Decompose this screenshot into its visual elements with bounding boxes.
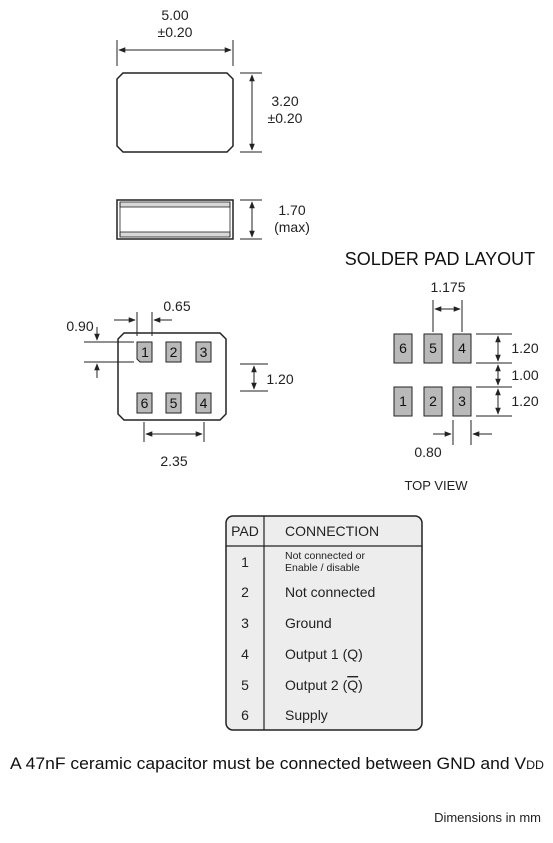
row-spacing-value: 1.20 <box>266 371 293 387</box>
solder-pad-5-label: 5 <box>429 340 437 356</box>
table-row-6-connection: Supply <box>285 707 328 723</box>
bottom-pad-4-label: 4 <box>200 395 208 411</box>
pad-edge-value: 0.90 <box>66 318 93 334</box>
table-row-1-connection-line2: Enable / disable <box>285 562 360 574</box>
pad-span-value: 2.35 <box>160 453 187 469</box>
height-value: 1.70 <box>278 202 305 218</box>
table-row-2-pad: 2 <box>241 584 249 600</box>
bottom-pad-5 <box>165 392 182 414</box>
solder-gap-value: 1.00 <box>511 367 538 383</box>
width-value: 3.20 <box>271 93 298 109</box>
table-row-5-connection: Output 2 (Q) <box>285 677 363 693</box>
bottom-pad-1-label: 1 <box>141 344 149 360</box>
solder-pad-6 <box>393 333 413 364</box>
top-view: 5.00 ±0.20 3.20 ±0.20 <box>116 7 303 153</box>
solder-pad-2 <box>423 386 443 417</box>
table-row-5-pad: 5 <box>241 677 249 693</box>
table-row-3-pad: 3 <box>241 615 249 631</box>
capacitor-note-subscript: DD <box>526 758 544 772</box>
solder-pad-layout: SOLDER PAD LAYOUT 1.175 6 5 4 1 2 3 1.20… <box>345 249 539 493</box>
solder-pad-height-bottom-value: 1.20 <box>511 393 538 409</box>
table-header-connection: CONNECTION <box>285 523 379 539</box>
capacitor-note-text: A 47nF ceramic capacitor must be connect… <box>10 754 527 773</box>
units-note: Dimensions in mm <box>434 810 541 825</box>
bottom-pad-1 <box>136 341 153 363</box>
bottom-pad-2-label: 2 <box>170 344 178 360</box>
solder-pad-4 <box>452 333 472 364</box>
bottom-view: 1 2 3 6 5 4 0.65 0.90 1.20 2.35 <box>66 298 293 469</box>
pad-pitch-value: 0.65 <box>163 298 190 314</box>
table-row-6-pad: 6 <box>241 707 249 723</box>
table-row-5-connection-pre: Output 2 ( <box>285 677 348 693</box>
top-view-label: TOP VIEW <box>404 478 468 493</box>
table-row-1-connection-line1: Not connected or <box>285 550 365 562</box>
bottom-pad-3-label: 3 <box>200 344 208 360</box>
solder-pad-6-label: 6 <box>399 340 407 356</box>
table-row-4-connection: Output 1 (Q) <box>285 646 363 662</box>
solder-pad-4-label: 4 <box>458 340 466 356</box>
solder-pad-3-label: 3 <box>458 393 466 409</box>
width-tolerance: ±0.20 <box>268 110 303 126</box>
solder-pad-height-top-value: 1.20 <box>511 340 538 356</box>
table-row-3-connection: Ground <box>285 615 332 631</box>
length-tolerance: ±0.20 <box>158 24 193 40</box>
bottom-pad-6-label: 6 <box>141 395 149 411</box>
length-value: 5.00 <box>161 7 188 23</box>
solder-pad-width-value: 0.80 <box>414 444 441 460</box>
bottom-pad-6 <box>136 392 153 414</box>
solder-pad-5 <box>423 333 443 364</box>
solder-pitch-value: 1.175 <box>430 279 465 295</box>
solder-pad-2-label: 2 <box>429 393 437 409</box>
bottom-pad-3 <box>195 341 212 363</box>
package-body-top <box>116 72 234 153</box>
solder-pad-title: SOLDER PAD LAYOUT <box>345 249 535 269</box>
table-row-4-pad: 4 <box>241 646 249 662</box>
bottom-pad-2 <box>165 341 182 363</box>
bottom-pad-5-label: 5 <box>170 395 178 411</box>
table-row-5-connection-q: Q <box>347 677 358 693</box>
solder-pad-1 <box>393 386 413 417</box>
table-row-1-pad: 1 <box>241 554 249 570</box>
table-row-2-connection: Not connected <box>285 584 375 600</box>
table-header-pad: PAD <box>231 523 259 539</box>
side-view: 1.70 (max) <box>116 199 310 240</box>
table-row-5-connection-post: ) <box>358 677 363 693</box>
height-note: (max) <box>274 219 310 235</box>
bottom-pad-4 <box>195 392 212 414</box>
pad-connection-table: PAD CONNECTION 1 Not connected or Enable… <box>225 515 423 731</box>
table-frame <box>225 515 423 731</box>
solder-pad-3 <box>452 386 472 417</box>
capacitor-note: A 47nF ceramic capacitor must be connect… <box>10 754 544 773</box>
solder-pad-1-label: 1 <box>399 393 407 409</box>
